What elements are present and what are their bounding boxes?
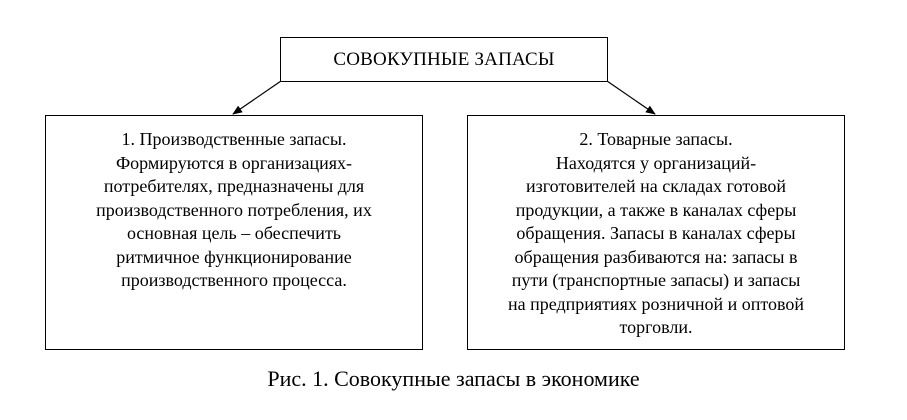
commodity-stocks-line: пути (транспортные запасы) и запасы <box>511 270 801 290</box>
production-stocks-line: производственного процесса. <box>121 270 347 290</box>
production-stocks-line: основная цель – обеспечить <box>126 223 342 243</box>
commodity-stocks-box: 2. Товарные запасы. Находятся у организа… <box>467 115 845 350</box>
arrow-to-right-box <box>606 80 656 115</box>
total-stocks-title: СОВОКУПНЫЕ ЗАПАСЫ <box>333 48 555 70</box>
production-stocks-line: Формируются в организациях- <box>115 152 353 173</box>
production-stocks-line: ритмичное функционирование <box>116 246 352 267</box>
commodity-stocks-line: на предприятиях розничной и оптовой <box>507 293 805 314</box>
production-stocks-box: 1. Производственные запасы. Формируются … <box>45 115 423 350</box>
arrow-to-left-box <box>232 80 282 115</box>
figure-caption: Рис. 1. Совокупные запасы в экономике <box>267 366 640 391</box>
commodity-stocks-line: изготовителей на складах готовой <box>526 176 786 196</box>
production-stocks-line: потребителях, предназначены для <box>103 176 365 196</box>
production-stocks-line: производственного потребления, их <box>96 199 372 220</box>
total-stocks-box: СОВОКУПНЫЕ ЗАПАСЫ <box>280 37 608 82</box>
commodity-stocks-line: продукции, а также в каналах сферы <box>515 199 797 220</box>
commodity-stocks-line: обращения. Запасы в каналах сферы <box>516 223 796 243</box>
commodity-stocks-line: обращения разбиваются на: запасы в <box>514 246 798 267</box>
production-stocks-line: 1. Производственные запасы. <box>121 129 347 149</box>
commodity-stocks-line: Находятся у организаций- <box>555 152 757 173</box>
commodity-stocks-line: 2. Товарные запасы. <box>579 129 733 149</box>
commodity-stocks-line: торговли. <box>619 317 693 337</box>
